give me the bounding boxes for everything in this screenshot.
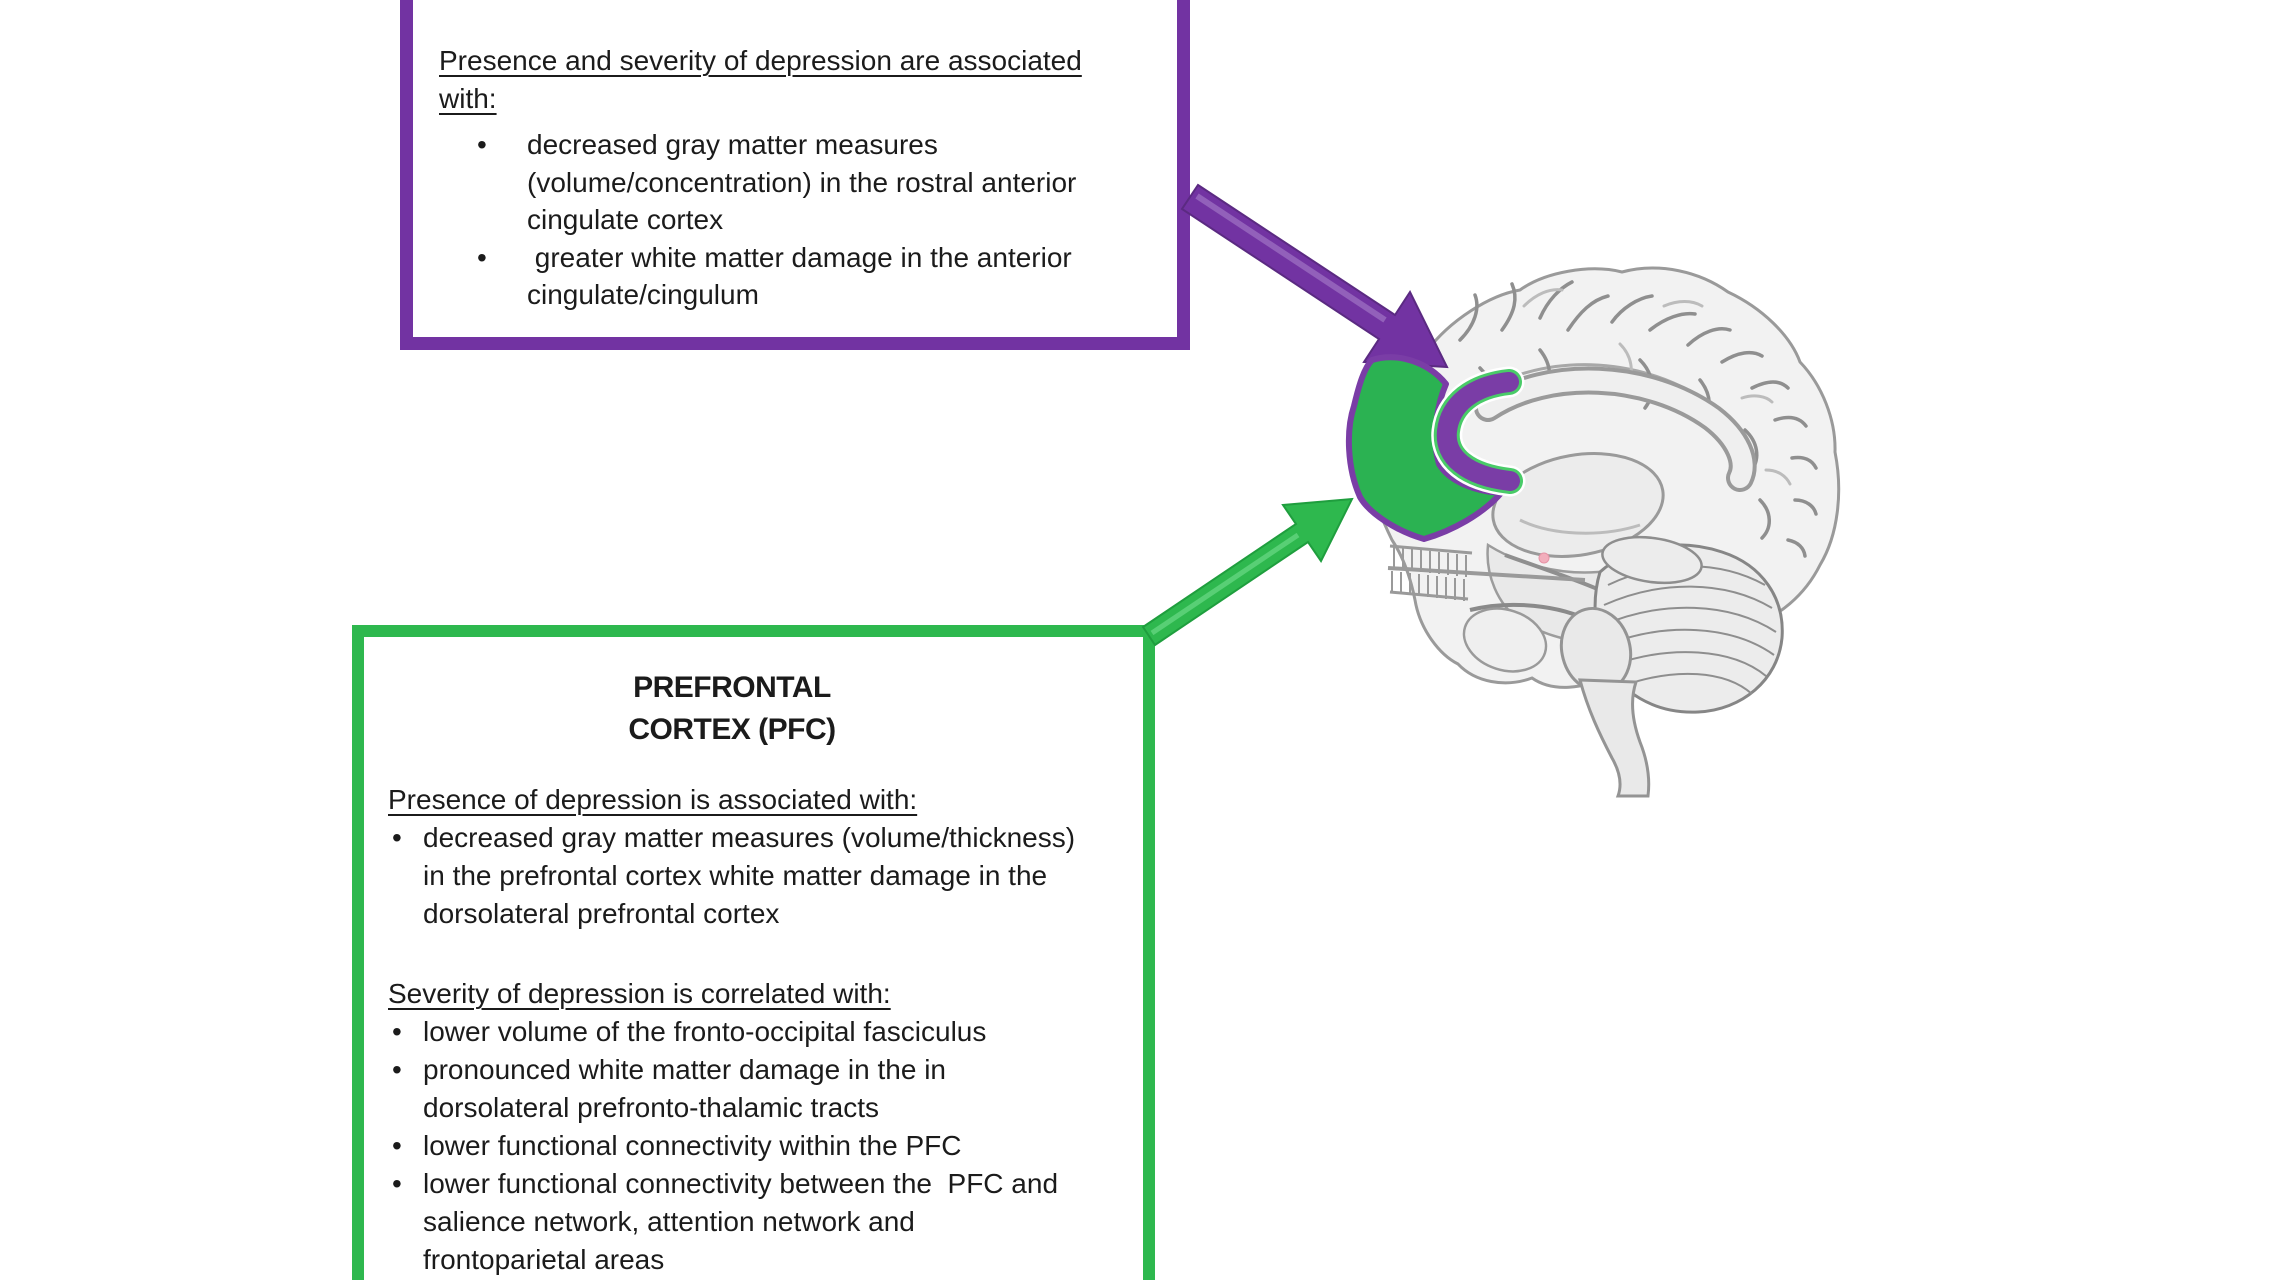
pfc-bullet-5: • lower functional connectivity between t… <box>364 1165 1143 1279</box>
cortex-gyri-lines <box>1458 280 1818 597</box>
bullet-glyph: • <box>392 1168 402 1199</box>
fornix-line <box>1504 553 1642 614</box>
pfc-bullet-1: • decreased gray matter measures (volume/… <box>364 819 1143 933</box>
orbital-hatch-comb <box>1387 544 1586 601</box>
acc-textbox: ANTERIOR CINGULATE CORTEX Presence and s… <box>400 0 1190 350</box>
pfc-heading-severity: Severity of depression is correlated wit… <box>388 978 891 1009</box>
pfc-bullet-4-text: lower functional connectivity within the… <box>423 1130 962 1161</box>
pfc-bullet-2: • lower volume of the fronto-occipital fa… <box>364 1013 1143 1051</box>
acc-arrow <box>1180 183 1449 369</box>
acc-region-highlight <box>1431 366 1526 497</box>
acc-title-clipped: ANTERIOR CINGULATE CORTEX <box>630 0 1101 8</box>
pfc-heading-presence: Presence of depression is associated wit… <box>388 784 918 815</box>
cerebellum <box>1593 543 1784 714</box>
pfc-bullet-3: • pronounced white matter damage in the i… <box>364 1051 1143 1127</box>
cerebellum-anterior-lobe <box>1601 535 1703 585</box>
cortex-gyri-lines-light <box>1522 288 1792 486</box>
sylvian-line <box>1469 602 1593 624</box>
pfc-region-highlight <box>1345 354 1504 542</box>
pituitary-dot <box>1538 552 1550 564</box>
cerebellum-striations <box>1602 565 1777 695</box>
brain-illustration <box>1363 266 1841 798</box>
brainstem <box>1559 606 1651 798</box>
pfc-bullet-4: • lower functional connectivity within th… <box>364 1127 1143 1165</box>
acc-bullet-list: • decreased gray matter measures (volume/… <box>413 126 1177 314</box>
cerebrum-outline <box>1363 266 1841 689</box>
acc-bullet-2: • greater white matter damage in the ant… <box>413 239 1177 314</box>
pfc-textbox: PREFRONTAL CORTEX (PFC) Presence of depr… <box>352 625 1155 1280</box>
acc-bullet-1-text: decreased gray matter measures (volume/c… <box>527 129 1077 235</box>
bullet-glyph: • <box>477 241 487 273</box>
cingulate-sulcus-line <box>1469 363 1751 471</box>
pfc-bullet-3-text: pronounced white matter damage in the in… <box>423 1054 946 1123</box>
thalamus <box>1491 452 1665 558</box>
pfc-bullet-5-text: lower functional connectivity between th… <box>423 1168 1059 1275</box>
pfc-bullet-2-text: lower volume of the fronto-occipital fas… <box>423 1016 987 1047</box>
pfc-bullet-list-1: • decreased gray matter measures (volume/… <box>364 819 1143 933</box>
pfc-bullet-1-text: decreased gray matter measures (volume/t… <box>423 822 1076 929</box>
pfc-bullet-list-2: • lower volume of the fronto-occipital fa… <box>364 1013 1143 1279</box>
bullet-glyph: • <box>392 1130 402 1161</box>
corpus-callosum <box>1474 366 1757 492</box>
thalamus-detail-line <box>1519 518 1641 535</box>
bullet-glyph: • <box>477 129 487 160</box>
acc-bullet-2-text: greater white matter damage in the anter… <box>527 241 1072 311</box>
pfc-title: PREFRONTAL CORTEX (PFC) <box>628 671 836 746</box>
temporal-pole <box>1462 607 1548 673</box>
acc-bullet-1: • decreased gray matter measures (volume/… <box>413 126 1177 239</box>
bullet-glyph: • <box>392 1016 402 1047</box>
bullet-glyph: • <box>392 1054 402 1085</box>
bullet-glyph: • <box>392 822 402 853</box>
acc-heading: Presence and severity of depression are … <box>439 45 1082 114</box>
midbrain-region <box>1486 542 1655 645</box>
pfc-arrow <box>1141 497 1354 647</box>
